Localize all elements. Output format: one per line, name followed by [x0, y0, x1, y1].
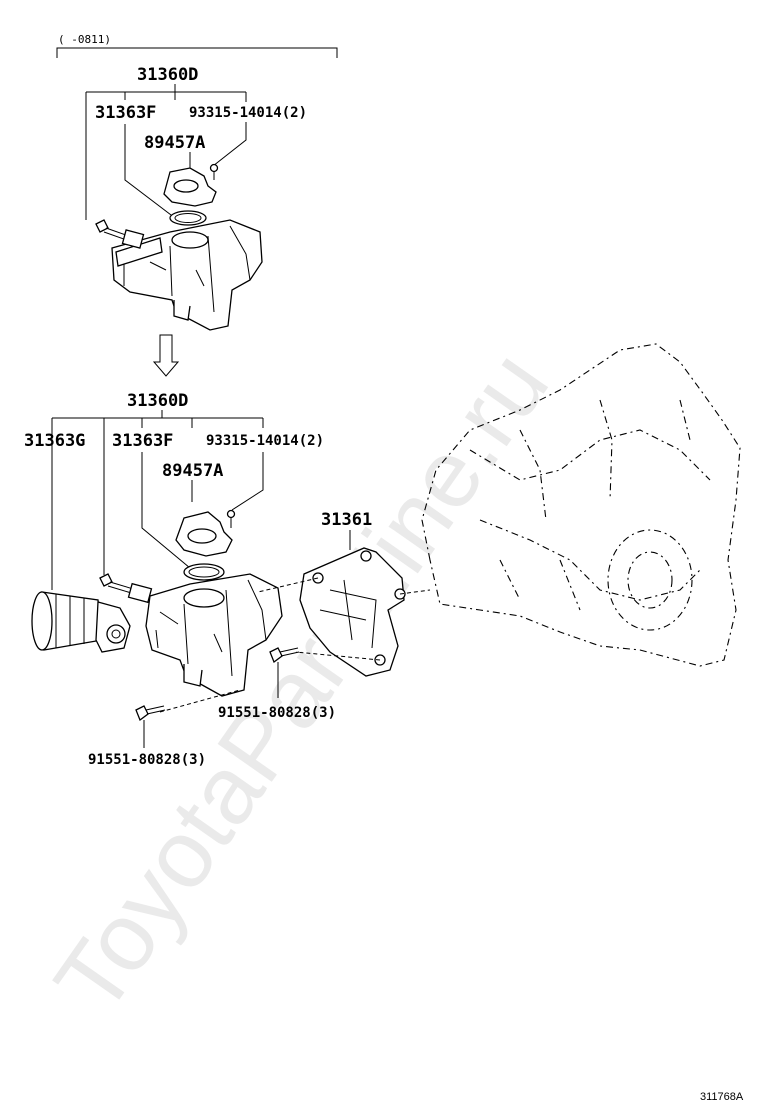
down-arrow-icon [152, 334, 180, 377]
upper-part-a-label[interactable]: 31363F [95, 103, 156, 123]
upper-part-a-leader [124, 124, 176, 219]
bolt-left-part [135, 705, 166, 722]
bolt-right-part [269, 647, 300, 664]
bracket-label[interactable]: 31361 [321, 510, 372, 530]
lower-motor-label[interactable]: 31363G [24, 431, 85, 451]
upper-bolt-label[interactable]: 93315-14014(2) [189, 105, 307, 121]
alignment-lines [159, 577, 431, 713]
lower-motor-part [31, 591, 131, 653]
lower-o-ring [183, 563, 225, 581]
transmission-outline [421, 343, 741, 667]
lower-actuator-body [145, 573, 283, 697]
bolt-left-label[interactable]: 91551-80828(3) [88, 752, 206, 768]
lower-bolt-label[interactable]: 93315-14014(2) [206, 433, 324, 449]
upper-group: ( -0811) 31360D 31363F 93315-14014(2) 89… [56, 33, 338, 377]
upper-bolt-leader [212, 122, 247, 167]
upper-leader-tree [85, 84, 247, 220]
lower-cover-part [175, 511, 233, 557]
lower-part-a-label[interactable]: 31363F [112, 431, 173, 451]
upper-cover-part [163, 167, 217, 207]
upper-assembly-label[interactable]: 31360D [137, 65, 198, 85]
upper-bolt-part [209, 163, 219, 180]
diagram-id: 311768A [700, 1091, 744, 1103]
upper-cover-label[interactable]: 89457A [144, 133, 205, 153]
lower-group: 31360D 31363G 31363F 93315-14014(2) 8945… [24, 391, 431, 768]
lower-bolt-part [226, 509, 236, 528]
upper-range-label: ( -0811) [58, 33, 111, 46]
lower-leader-tree [51, 410, 264, 590]
lower-rod [99, 573, 153, 604]
upper-range-bracket [56, 47, 338, 58]
lower-assembly-label[interactable]: 31360D [127, 391, 188, 411]
upper-rod [95, 219, 145, 249]
lower-cover-label[interactable]: 89457A [162, 461, 223, 481]
lower-bolt-leader [231, 452, 264, 511]
upper-actuator-body [111, 219, 263, 331]
bolt-right-label[interactable]: 91551-80828(3) [218, 705, 336, 721]
lower-part-a-leader [141, 452, 191, 569]
